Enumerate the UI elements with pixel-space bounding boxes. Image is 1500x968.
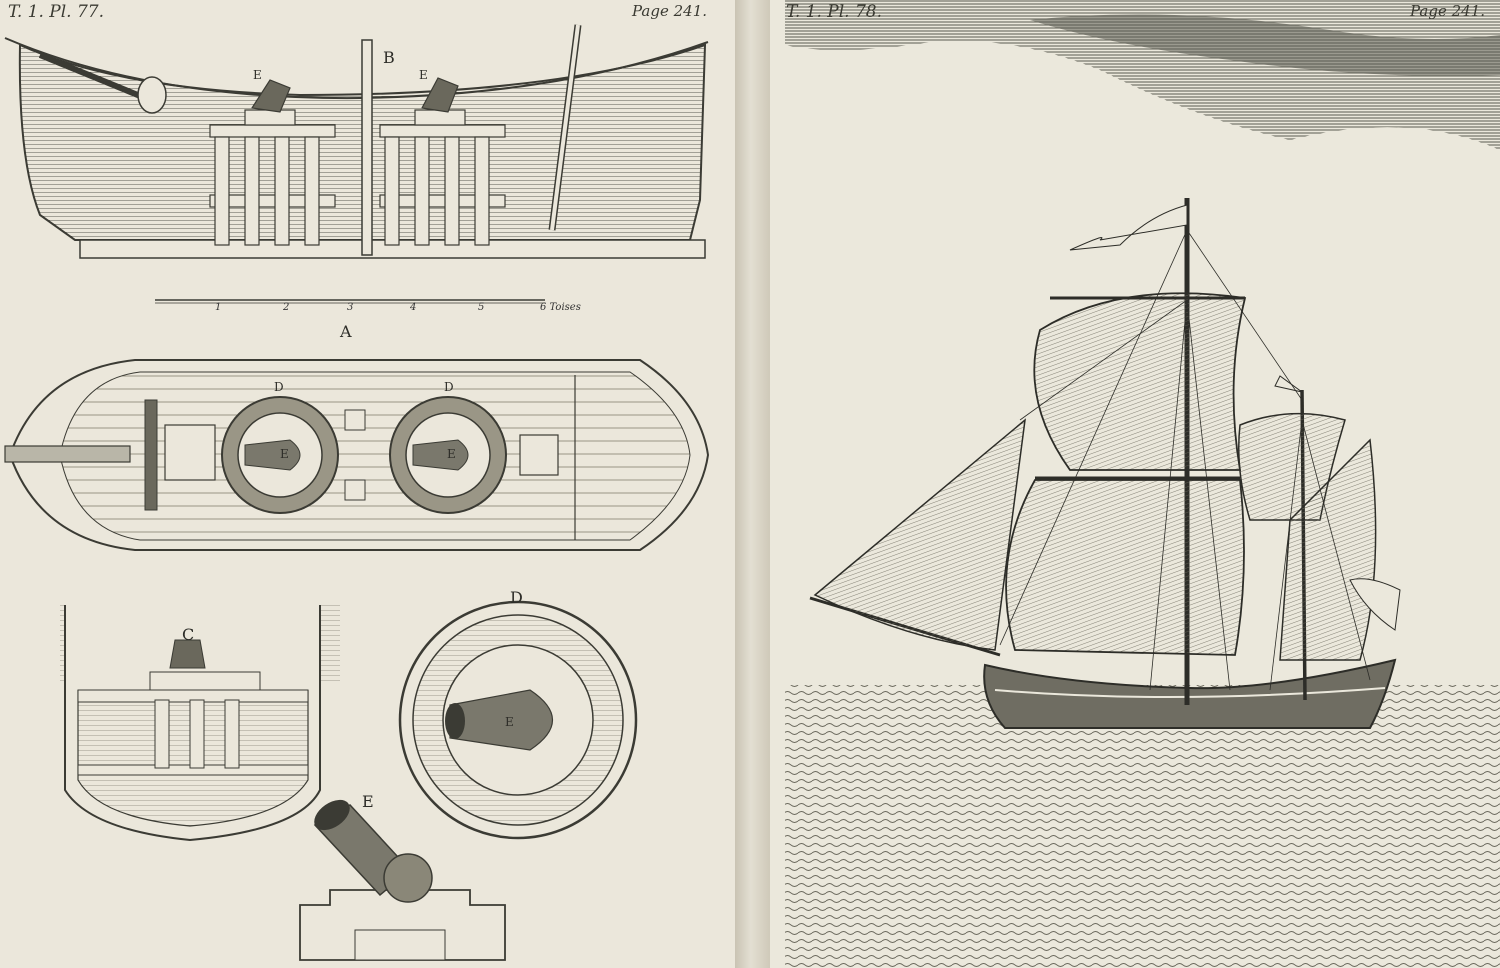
label-mortar-E-1: E (253, 68, 262, 82)
plate-78-engraving (785, 0, 1500, 968)
sailing-ship (809, 198, 1401, 729)
book-gutter (735, 0, 770, 968)
deck-plan-view (4, 359, 710, 551)
plate-77-engraving (4, 24, 710, 961)
ship-section-side-view (4, 24, 709, 259)
scale-end-label: 6 Toises (540, 302, 581, 313)
label-section-B: B (383, 48, 395, 67)
plate-78-page: Page 241. (1410, 2, 1486, 20)
label-section-C: C (182, 625, 195, 644)
plate-77-number: T. 1. Pl. 77. (8, 2, 104, 22)
mortar-detail (299, 799, 506, 961)
ship-cross-section (60, 605, 340, 842)
sea-water (785, 685, 1500, 968)
scale-tick-3: 3 (347, 302, 354, 313)
plate-78-number: T. 1. Pl. 78. (786, 2, 882, 22)
scale-bar (155, 299, 545, 304)
scale-tick-4: 4 (410, 302, 417, 313)
label-mortar-E-plan-2: E (447, 447, 456, 461)
sky-clouds (785, 0, 1500, 150)
mortar-well-detail (398, 600, 638, 840)
label-mortar-E-2: E (419, 68, 428, 82)
label-well-D-detail: D (510, 588, 523, 607)
scale-tick-2: 2 (283, 302, 290, 313)
label-well-D-1: D (274, 380, 284, 394)
label-plan-A: A (340, 322, 352, 341)
scale-tick-1: 1 (215, 302, 222, 313)
label-well-D-2: D (444, 380, 454, 394)
left-page-plate-77: T. 1. Pl. 77. Page 241. B E E 1 2 3 4 5 … (0, 0, 735, 968)
label-mortar-E-detail: E (362, 792, 374, 811)
label-mortar-E-well: E (505, 715, 514, 729)
plate-77-page: Page 241. (632, 2, 708, 20)
right-page-plate-78: T. 1. Pl. 78. Page 241. (770, 0, 1500, 968)
label-mortar-E-plan-1: E (280, 447, 289, 461)
scale-tick-5: 5 (478, 302, 485, 313)
